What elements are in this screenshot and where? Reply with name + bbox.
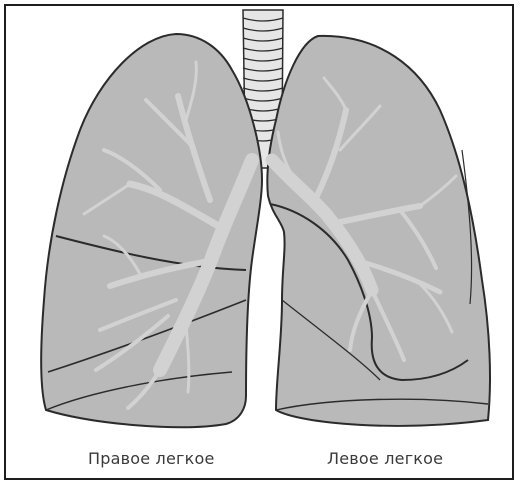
right-lung-label: Правое легкое: [88, 449, 215, 468]
left-lung: [267, 36, 490, 426]
left-lung-label: Левое легкое: [327, 449, 443, 468]
